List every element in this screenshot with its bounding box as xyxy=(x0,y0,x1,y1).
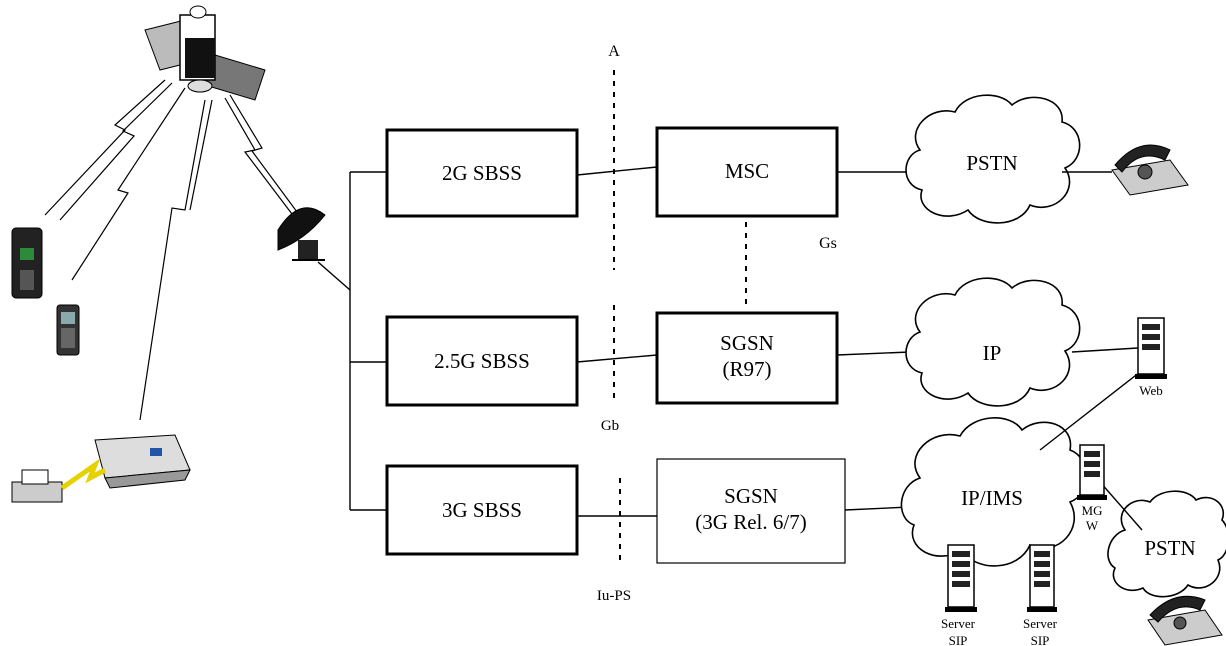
web-server-icon xyxy=(1135,318,1167,379)
ip-ims-label: IP/IMS xyxy=(961,486,1023,510)
pstn-cloud-bottom: PSTN xyxy=(1108,491,1226,596)
printer-icon xyxy=(12,465,105,502)
sgsn-r97-label: SGSN xyxy=(720,331,774,355)
sip-server-2-label: Server xyxy=(1023,616,1058,631)
interface-iu-ps-label: Iu-PS xyxy=(597,588,631,604)
pstn-top-label: PSTN xyxy=(966,151,1017,175)
satellite-dish-icon xyxy=(278,208,325,260)
sbss-25g-label: 2.5G SBSS xyxy=(434,349,530,373)
sbss-3g-label: 3G SBSS xyxy=(442,498,522,522)
sip-server-icon-2 xyxy=(1027,545,1057,612)
portable-terminal-icon xyxy=(95,435,190,488)
sgsn-3g-box: SGSN (3G Rel. 6/7) xyxy=(657,459,845,563)
mgw-label: MG xyxy=(1082,503,1103,518)
mobile-terminal-icon xyxy=(57,305,79,355)
web-server-label: Web xyxy=(1139,383,1163,398)
sbss-2g-label: 2G SBSS xyxy=(442,161,522,185)
telephone-icon-top xyxy=(1112,145,1188,195)
sbss-3g-box: 3G SBSS xyxy=(387,466,577,554)
telephone-icon-bottom xyxy=(1148,596,1222,645)
sip-server-2-label-continued: SIP xyxy=(1031,633,1050,646)
mgw-label-continued: W xyxy=(1086,518,1099,533)
sip-server-icon-1 xyxy=(945,545,977,612)
msc-box: MSC xyxy=(657,128,837,216)
ip-cloud: IP xyxy=(906,278,1080,406)
pstn-bottom-label: PSTN xyxy=(1144,536,1195,560)
ip-label: IP xyxy=(983,341,1002,365)
interface-a-label: A xyxy=(608,43,620,60)
radio-links xyxy=(45,80,300,420)
ip-ims-cloud: IP/IMS xyxy=(901,418,1086,566)
sbss-25g-box: 2.5G SBSS xyxy=(387,317,577,405)
pstn-cloud-top: PSTN xyxy=(906,95,1080,223)
satellite-icon xyxy=(145,6,265,100)
sip-server-1-label: Server xyxy=(941,616,976,631)
interface-gs-label: Gs xyxy=(819,235,837,252)
sgsn-3g-label: SGSN xyxy=(724,484,778,508)
satellite-phone-icon xyxy=(12,228,42,298)
sgsn-r97-release-label: (R97) xyxy=(723,357,772,381)
sgsn-3g-release-label: (3G Rel. 6/7) xyxy=(695,510,806,534)
mgw-server-icon xyxy=(1077,445,1107,500)
msc-label: MSC xyxy=(725,159,769,183)
interface-gb-label: Gb xyxy=(601,418,619,434)
sgsn-r97-box: SGSN (R97) xyxy=(657,313,837,403)
sbss-2g-box: 2G SBSS xyxy=(387,130,577,216)
sip-server-1-label-continued: SIP xyxy=(949,633,968,646)
